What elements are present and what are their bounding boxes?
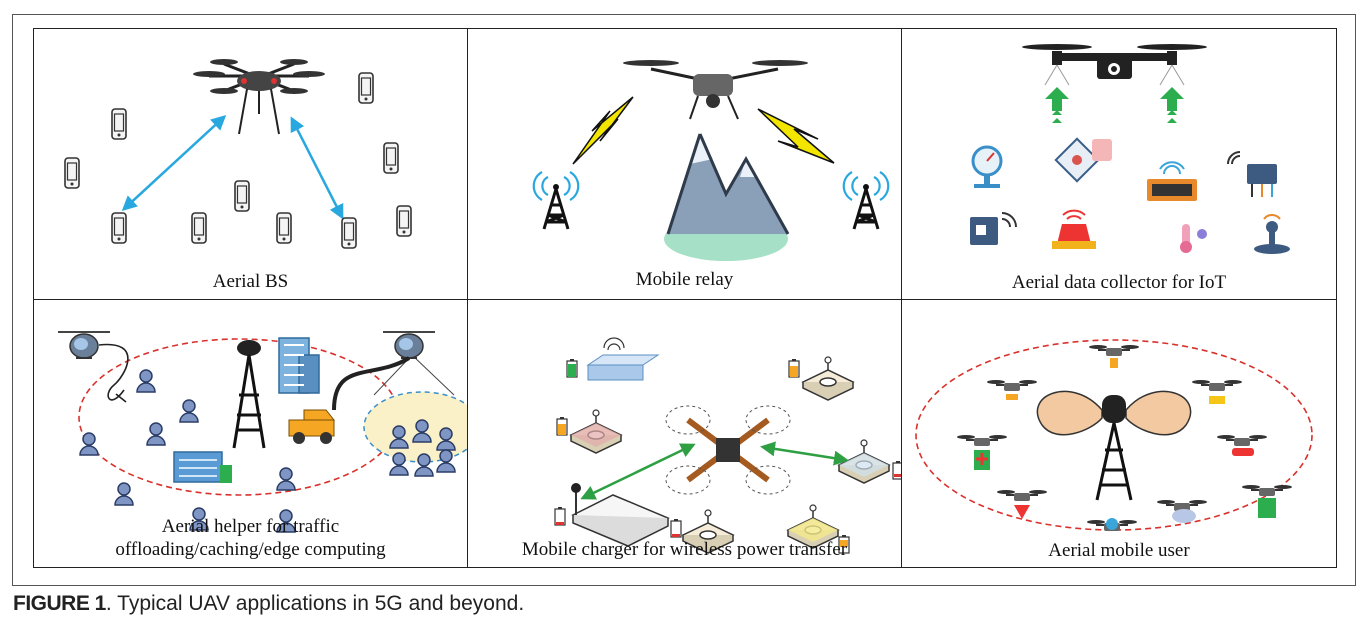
- lightning-icon: [757, 108, 835, 164]
- drone-icon: [1088, 344, 1140, 368]
- panel-iot-collector: Aerial data collector for IoT: [902, 29, 1336, 299]
- phone-icon: [383, 142, 399, 174]
- battery-icon: [554, 506, 566, 526]
- user-icon: [179, 399, 199, 423]
- upload-arrow-icon: [1045, 87, 1069, 123]
- drone-icon: [1191, 379, 1243, 404]
- thermometer-icon: [1180, 224, 1207, 253]
- drone-icon: [1216, 434, 1268, 456]
- phone-icon: [191, 212, 207, 244]
- battery-icon: [892, 460, 901, 480]
- grid-divider: [34, 299, 1336, 300]
- panel-mobile-relay: Mobile relay: [468, 29, 901, 299]
- smart-device-icon: [1054, 137, 1112, 183]
- sensor-node-icon: [787, 504, 839, 549]
- battery-icon: [556, 416, 568, 436]
- user-icon: [146, 422, 166, 446]
- alarm-light-icon: [1052, 209, 1096, 249]
- safe-box-icon: [970, 212, 1017, 245]
- drone-icon: [986, 379, 1038, 400]
- panel-caption-line: Aerial helper for traffic: [161, 516, 340, 537]
- phone-icon: [111, 108, 127, 140]
- user-icon: [79, 432, 99, 456]
- aerial-helper-illustration: [57, 331, 467, 533]
- mountain-icon: [664, 133, 790, 261]
- smart-meter-icon: [1147, 161, 1197, 201]
- upload-arrow-icon: [1160, 87, 1184, 123]
- quadcopter-drone-icon: [1022, 44, 1207, 86]
- panel-caption-line: offloading/caching/edge computing: [115, 539, 386, 560]
- grid-divider: [901, 29, 902, 567]
- battery-icon: [788, 358, 800, 378]
- drone-icon: [1241, 484, 1293, 518]
- figure-grid: Aerial BS: [33, 28, 1337, 568]
- battery-icon: [566, 358, 578, 378]
- user-icon: [276, 467, 296, 491]
- aerial-mobile-user-illustration: [915, 339, 1313, 532]
- sensor-node-icon: [802, 356, 854, 401]
- phone-icon: [396, 205, 412, 237]
- joystick-sensor-icon: [1254, 214, 1290, 254]
- link-arrow: [121, 114, 227, 212]
- mobile-charger-illustration: [554, 337, 901, 554]
- sensor-node-icon: [570, 409, 622, 454]
- iot-collector-illustration: [970, 44, 1290, 254]
- panel-caption: Mobile relay: [635, 269, 734, 290]
- user-icon: [114, 482, 134, 506]
- figure-caption: FIGURE 1. Typical UAV applications in 5G…: [13, 592, 524, 616]
- panel-caption: Aerial BS: [212, 271, 289, 292]
- panel-aerial-bs: Aerial BS: [34, 29, 467, 299]
- drone-icon: [996, 489, 1048, 519]
- panel-aerial-helper: Aerial helper for traffic offloading/cac…: [34, 300, 467, 568]
- truck-icon: [288, 409, 336, 444]
- phone-icon: [111, 212, 127, 244]
- panel-caption: Aerial data collector for IoT: [1011, 272, 1227, 293]
- aerial-bs-illustration: [64, 59, 412, 249]
- building-icon: [278, 337, 320, 394]
- figure-frame: [12, 14, 1356, 586]
- phone-icon: [276, 212, 292, 244]
- user-icon: [136, 369, 156, 393]
- coverage-ellipse: [915, 339, 1313, 531]
- drone-icon: [1156, 499, 1208, 523]
- octocopter-drone-icon: [193, 59, 325, 135]
- quadcopter-drone-icon: [665, 405, 791, 495]
- cell-tower-icon: [842, 170, 890, 231]
- power-transfer-arrow: [580, 443, 696, 500]
- panel-aerial-mobile-user: Aerial mobile user: [902, 300, 1336, 568]
- figure-caption-text: . Typical UAV applications in 5G and bey…: [105, 592, 525, 615]
- sensor-node-icon: [838, 439, 890, 484]
- antenna-tower-icon: [1036, 390, 1192, 501]
- drone-icon: [1086, 518, 1138, 532]
- flight-path-arrow: [98, 343, 129, 403]
- mobile-relay-illustration: [532, 60, 890, 261]
- lightning-icon: [572, 96, 634, 165]
- gauge-sensor-icon: [971, 145, 1003, 188]
- battery-icon: [670, 518, 682, 538]
- battery-icon: [838, 534, 850, 554]
- phone-icon: [64, 157, 80, 189]
- base-station-icon: [571, 483, 670, 547]
- figure-label: FIGURE 1: [13, 592, 106, 615]
- cell-tower-icon: [532, 170, 580, 231]
- panel-caption: Aerial mobile user: [1048, 540, 1190, 561]
- tether-cable: [332, 356, 411, 411]
- power-transfer-arrow: [760, 441, 849, 466]
- data-center-icon: [173, 451, 232, 483]
- phone-icon: [341, 217, 357, 249]
- access-point-icon: [586, 337, 660, 381]
- cell-tower-icon: [232, 340, 266, 449]
- panel-caption: Mobile charger for wireless power transf…: [521, 539, 848, 560]
- controller-icon: [1227, 151, 1277, 197]
- link-arrow: [290, 116, 344, 220]
- phone-icon: [234, 180, 250, 212]
- quadcopter-drone-icon: [623, 60, 808, 120]
- phone-icon: [358, 72, 374, 104]
- grid-divider: [467, 29, 468, 567]
- helicopter-uav-icon: [382, 331, 436, 359]
- panel-mobile-charger: Mobile charger for wireless power transf…: [468, 300, 901, 568]
- drone-icon: [956, 434, 1008, 470]
